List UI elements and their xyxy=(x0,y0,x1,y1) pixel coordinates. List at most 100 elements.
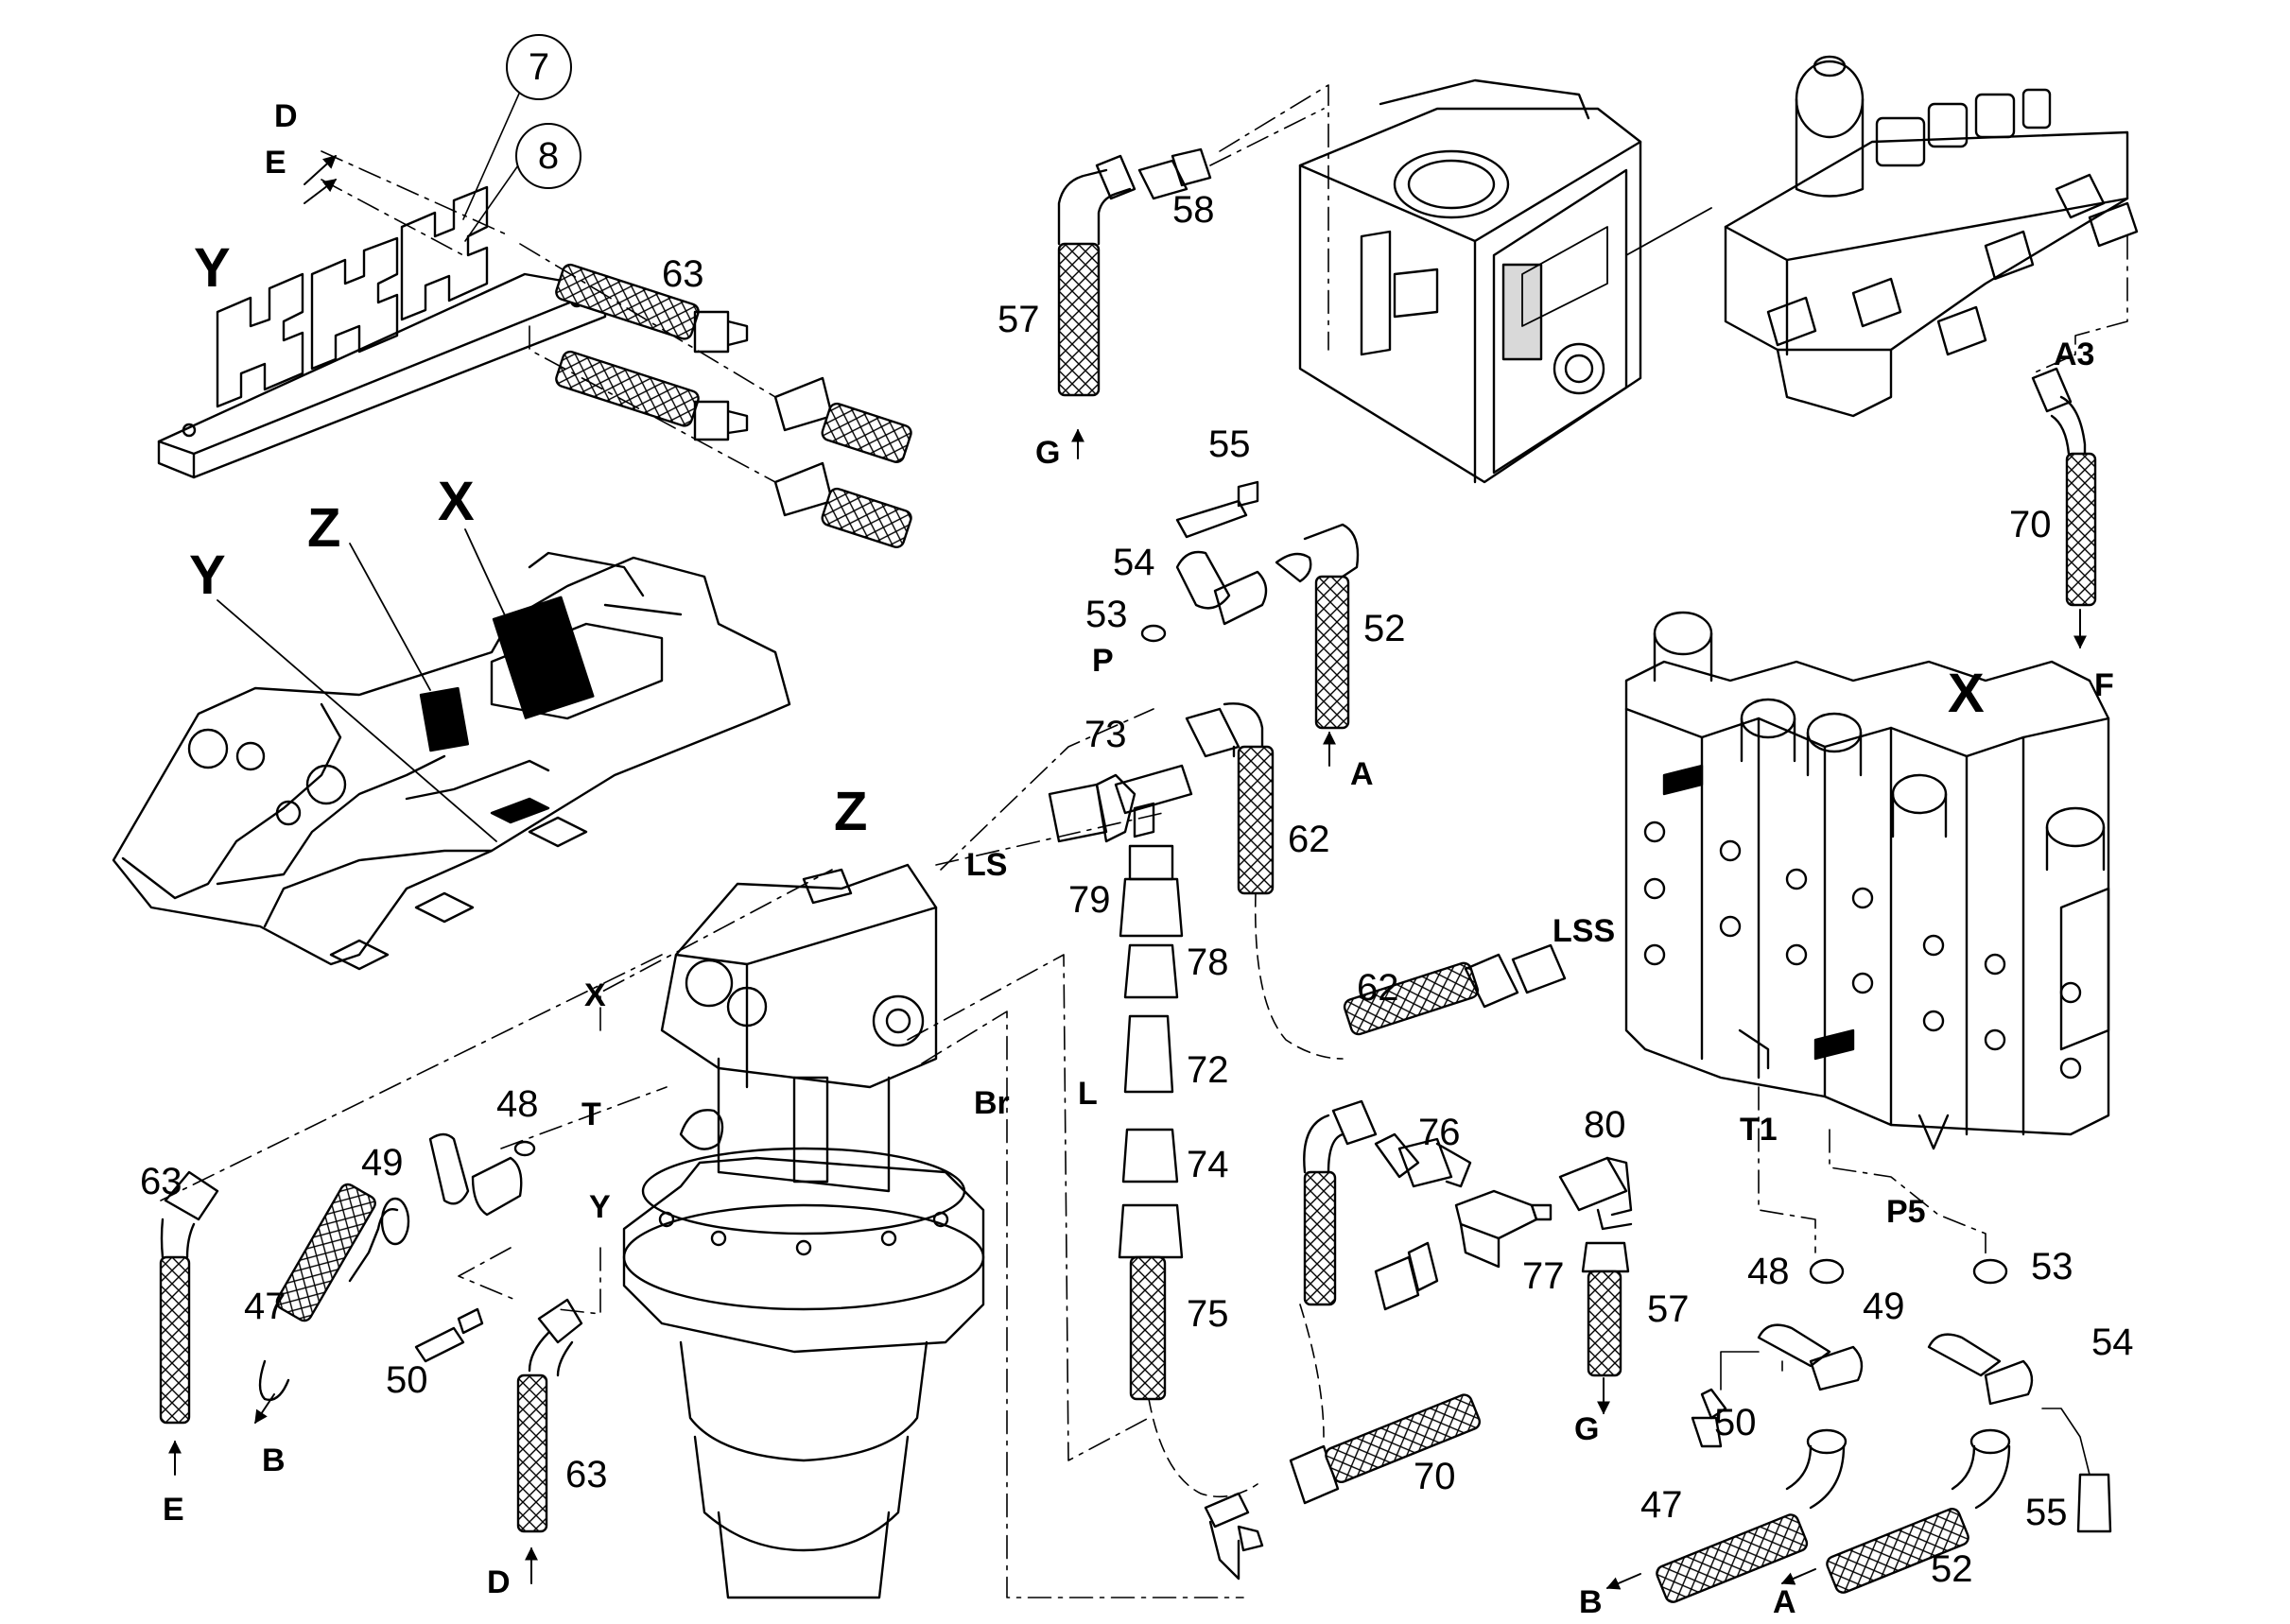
flange-group-right-a xyxy=(1692,1260,1862,1508)
part-63-left: 63 xyxy=(140,1161,182,1202)
part-79: 79 xyxy=(1068,879,1111,921)
callout-8: 8 xyxy=(515,123,581,189)
part-52-top: 52 xyxy=(1363,608,1406,649)
port-arrows xyxy=(168,156,2087,1590)
hose-62-a xyxy=(1187,703,1273,893)
zone-label-y-mid: Y xyxy=(189,544,226,606)
part-78: 78 xyxy=(1187,942,1229,983)
zone-label-z-top: Z xyxy=(307,497,341,559)
leader-dashes-top-left xyxy=(321,151,775,482)
part-53-top: 53 xyxy=(1085,594,1128,635)
zone-leader-lines xyxy=(217,529,522,841)
cabinet xyxy=(1300,80,1711,482)
port-lss: LSS xyxy=(1553,913,1616,949)
part-63-bottom: 63 xyxy=(565,1454,608,1495)
port-a-top: A xyxy=(1350,756,1374,792)
port-d-top: D xyxy=(274,98,298,134)
leader-dashes-a3 xyxy=(2033,236,2127,373)
part-49-left: 49 xyxy=(361,1142,404,1183)
part-52-right: 52 xyxy=(1931,1548,1973,1590)
part-63-top: 63 xyxy=(662,253,704,295)
valve-bank-x xyxy=(1626,613,2108,1149)
port-e-top: E xyxy=(265,145,286,181)
fitting-76 xyxy=(1376,1134,1470,1186)
zone-label-x-right: X xyxy=(1948,663,1985,724)
zone-label-x-top: X xyxy=(438,471,475,532)
part-48-right: 48 xyxy=(1747,1251,1790,1292)
callout-7: 7 xyxy=(506,34,572,100)
part-70-right: 70 xyxy=(2009,504,2052,545)
fitting-80 xyxy=(1560,1158,1631,1229)
hose-70-right xyxy=(2033,369,2095,605)
leader-dashes-top-center xyxy=(1210,85,1328,350)
part-72: 72 xyxy=(1187,1049,1229,1091)
line-br: Br xyxy=(974,1085,1010,1121)
pump-motor-z xyxy=(624,865,983,1598)
port-d-bottom: D xyxy=(487,1564,511,1600)
flange-group-top xyxy=(1142,482,1358,728)
callout-lines xyxy=(463,85,525,241)
port-b-left: B xyxy=(262,1443,286,1478)
hose-47-right xyxy=(1655,1512,1809,1604)
flange-group-left xyxy=(416,1134,534,1361)
hoses-63-top xyxy=(554,263,912,549)
port-g-top: G xyxy=(1035,435,1061,471)
zone-label-y-top: Y xyxy=(194,237,231,299)
port-p: P xyxy=(1092,643,1114,679)
part-48-left: 48 xyxy=(496,1083,539,1125)
flange-dash-lines xyxy=(1721,1352,2090,1475)
bracket-y xyxy=(159,187,605,477)
part-53-right: 53 xyxy=(2031,1246,2073,1287)
port-a3: A3 xyxy=(2054,337,2095,372)
part-57-top: 57 xyxy=(998,299,1040,340)
part-58: 58 xyxy=(1172,189,1215,231)
part-47-left: 47 xyxy=(244,1286,286,1327)
part-54-right: 54 xyxy=(2091,1322,2134,1363)
part-50-left: 50 xyxy=(386,1359,428,1401)
port-e-bottom: E xyxy=(163,1492,184,1528)
hose-47-left xyxy=(260,1182,408,1400)
part-55-top: 55 xyxy=(1208,423,1251,465)
part-55-right: 55 xyxy=(2025,1492,2068,1533)
part-73: 73 xyxy=(1084,714,1127,755)
pump-dash-lines xyxy=(161,709,1243,1598)
part-80: 80 xyxy=(1584,1104,1626,1146)
valve-bank-dash-lines xyxy=(1759,1087,1986,1257)
part-54-top: 54 xyxy=(1113,542,1155,583)
port-ls: LS xyxy=(966,847,1008,883)
port-g-right: G xyxy=(1574,1411,1600,1447)
zone-label-z-pump: Z xyxy=(834,781,868,842)
port-f: F xyxy=(2094,667,2114,703)
port-a-right: A xyxy=(1773,1584,1796,1620)
fitting-77 xyxy=(1376,1191,1551,1309)
hose-52-right xyxy=(1825,1507,1970,1595)
part-76: 76 xyxy=(1418,1112,1461,1153)
hose-57-top xyxy=(1059,156,1135,395)
line-t: T xyxy=(581,1097,601,1132)
valve-block-a3 xyxy=(1726,57,2137,416)
part-57-right: 57 xyxy=(1647,1288,1690,1330)
part-47-right: 47 xyxy=(1640,1484,1683,1526)
hose-left-of-76 xyxy=(1304,1101,1376,1304)
port-t1: T1 xyxy=(1740,1112,1778,1148)
hose-57-right xyxy=(1583,1243,1628,1375)
line-x: X xyxy=(584,977,606,1013)
hose-63-bottom xyxy=(518,1300,581,1531)
part-62-b: 62 xyxy=(1357,967,1399,1009)
part-62-a: 62 xyxy=(1288,819,1330,860)
port-b-right: B xyxy=(1579,1584,1603,1620)
hose-63-left xyxy=(161,1172,217,1423)
chassis-frame xyxy=(113,553,789,969)
part-49-right: 49 xyxy=(1863,1286,1905,1327)
part-75: 75 xyxy=(1187,1293,1229,1335)
hose-62-b xyxy=(1343,945,1565,1036)
part-74: 74 xyxy=(1187,1144,1229,1185)
port-p5: P5 xyxy=(1886,1194,1926,1230)
line-l: L xyxy=(1078,1076,1098,1112)
part-77: 77 xyxy=(1522,1255,1565,1297)
part-70-bottom: 70 xyxy=(1414,1456,1456,1497)
fitting-bottom xyxy=(1206,1494,1262,1579)
line-y: Y xyxy=(589,1189,611,1225)
